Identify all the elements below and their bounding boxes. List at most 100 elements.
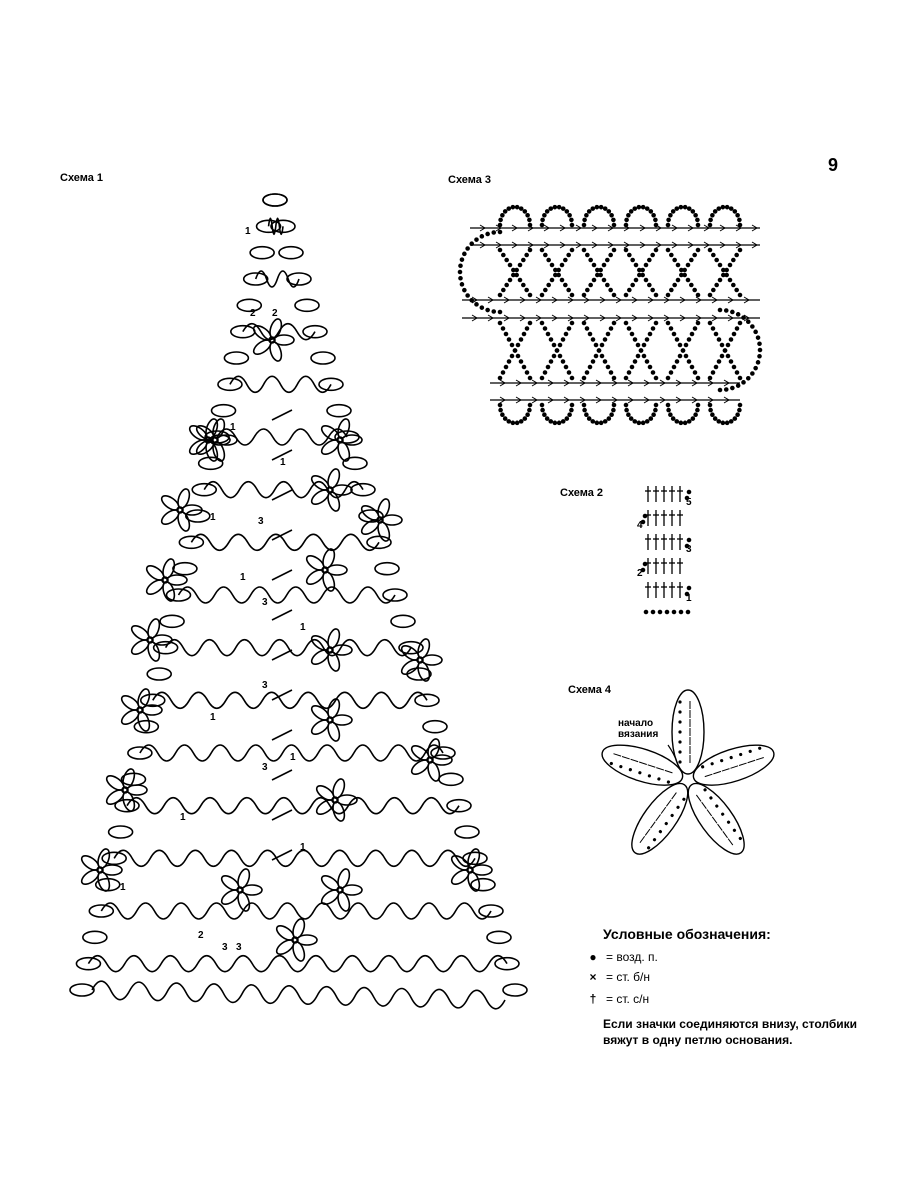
tree-edge-loop [172, 561, 198, 576]
tree-petal [212, 418, 226, 440]
band-chain-dot [666, 407, 671, 413]
band-chain-dot [566, 287, 571, 293]
band-chain-dot [692, 326, 698, 331]
tree-edge-loop [446, 798, 472, 813]
band-chain-dot [695, 247, 701, 253]
band-chain-dot [627, 252, 632, 258]
band-chain-dot [638, 348, 644, 353]
tree-edge-loop [107, 825, 134, 839]
band-chain-dot [674, 206, 680, 211]
tree-edge-loop [286, 272, 312, 286]
band-chain-dot [567, 212, 572, 218]
band-chain-dot [737, 407, 742, 413]
band-arrow-mark [631, 296, 638, 304]
scheme4-petal-outline [601, 744, 684, 786]
tree-edge-loop [82, 930, 108, 945]
tree-petal [205, 440, 219, 462]
scheme4-chain-dot [726, 820, 731, 824]
scheme4-chain-dot [710, 762, 714, 766]
band-chain-dot [737, 247, 743, 253]
tree-petal [332, 800, 346, 822]
scheme2-row-5: 5 [686, 497, 692, 508]
band-chain-dot [569, 375, 575, 381]
band-chain-dot [581, 222, 587, 228]
band-arrow-mark [495, 241, 502, 249]
tree-petal [326, 564, 348, 576]
band-chain-dot [677, 342, 683, 348]
scheme4-stitch [650, 821, 656, 829]
tree-flower-center [268, 336, 276, 344]
band-arrow-mark [675, 379, 682, 387]
band-chain-dot [695, 217, 700, 223]
band-chain-dot [674, 337, 680, 342]
band-chain-dot [552, 420, 558, 426]
band-end-dot [745, 375, 751, 381]
scheme4-stitch [730, 765, 739, 769]
band-chain-dot [640, 267, 645, 273]
band-chain-dot [569, 247, 575, 253]
scheme4-chain-dot [732, 828, 737, 832]
band-chain-dot [525, 412, 530, 418]
tree-number-label: 3 [236, 942, 242, 953]
band-arrow-mark [727, 314, 734, 322]
tree-flower-cluster [160, 488, 203, 532]
band-chain-dot [518, 419, 524, 424]
band-arrow-mark [607, 224, 614, 232]
band-chain-dot [569, 320, 575, 326]
tree-petal [431, 754, 453, 766]
band-chain-dot [501, 287, 506, 293]
band-chain-dot [564, 209, 570, 214]
band-chain-dot [623, 375, 629, 381]
band-chain-dot [640, 204, 646, 210]
band-chain-dot [695, 222, 701, 228]
tree-petal [360, 519, 380, 535]
band-chain-dot [734, 252, 739, 258]
band-chain-dot [692, 287, 697, 293]
band-chain-dot [714, 282, 719, 288]
tree-edge-loop [310, 351, 336, 365]
band-chain-dot [633, 262, 639, 268]
band-chain-dot [731, 282, 736, 288]
band-chain-dot [527, 375, 533, 381]
band-end-dot [735, 312, 741, 317]
tree-petal [97, 848, 111, 870]
band-chain-dot [525, 212, 530, 218]
band-chain-dot [601, 277, 607, 283]
band-chain-dot [677, 353, 683, 359]
band-chain-dot [712, 416, 718, 421]
band-arrow-mark [511, 241, 518, 249]
tree-flower-center [416, 656, 424, 664]
band-chain-dot [563, 257, 568, 263]
band-chain-dot [669, 287, 674, 293]
band-chain-dot [569, 407, 574, 413]
scheme4-petal-outline [692, 744, 775, 786]
band-arrow-mark [575, 224, 582, 232]
tree-edge-loop [358, 509, 384, 523]
tree-flower-cluster [450, 848, 493, 892]
scheme4-chain-dot [682, 797, 686, 801]
tree-petal [337, 418, 351, 440]
scheme4-stitch [621, 755, 630, 760]
tree-petal [331, 644, 353, 656]
band-arrow-mark [703, 241, 710, 249]
tree-edge-loop [262, 193, 288, 207]
band-chain-dot [594, 420, 600, 426]
band-chain-dot [609, 212, 614, 218]
band-chain-dot [692, 370, 698, 375]
band-chain-dot [563, 364, 569, 370]
band-chain-dot [539, 247, 545, 253]
band-chain-dot [502, 416, 508, 421]
tree-petal [145, 565, 165, 581]
band-chain-dot [527, 407, 532, 413]
tree-edge-loop [302, 324, 328, 339]
band-arrow-mark [563, 396, 570, 404]
tree-number-label: 3 [258, 516, 264, 527]
band-arrow-mark [479, 224, 486, 232]
tree-flower-cluster [310, 698, 353, 742]
band-arrow-mark [695, 314, 702, 322]
tree-flower-center [176, 506, 184, 514]
band-chain-dot [647, 331, 653, 337]
scheme2-turn-chain [686, 585, 692, 591]
tree-flower-center [96, 866, 104, 874]
tree-flower-cluster [410, 738, 453, 782]
